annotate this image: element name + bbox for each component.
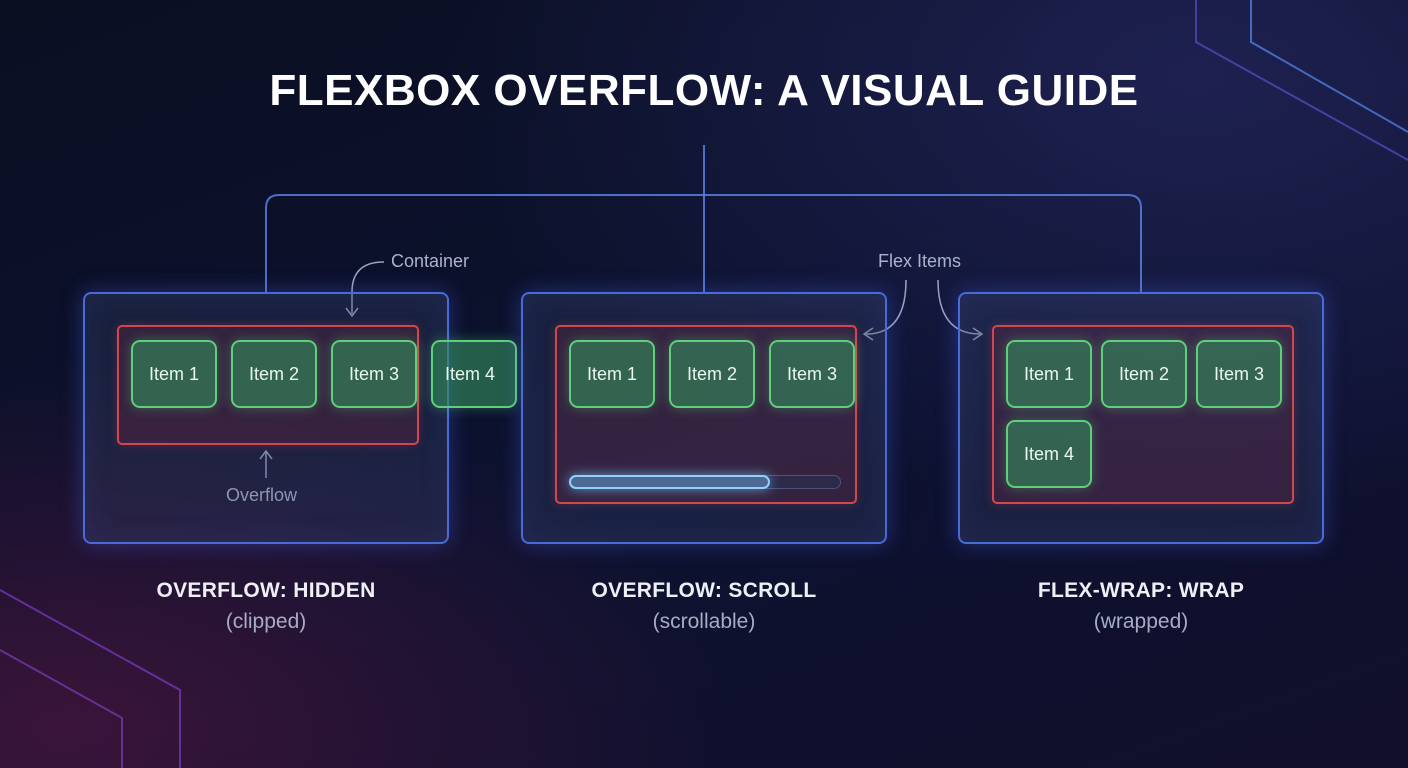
overflow-hidden-sublabel: (clipped) bbox=[225, 610, 307, 633]
clipped-flex-item: Item 4 bbox=[431, 340, 517, 408]
overflow-hidden-label: OVERFLOW: HIDDEN bbox=[156, 579, 376, 602]
flex-item: Item 3 bbox=[1196, 340, 1282, 408]
flex-wrap-container: Item 1 Item 2 Item 3 Item 4 bbox=[958, 292, 1324, 544]
overflow-hidden-container: Item 1 Item 2 Item 3 Item 4 bbox=[83, 292, 517, 544]
flex-wrap-label: FLEX-WRAP: WRAP bbox=[1037, 579, 1245, 602]
flex-item: Item 1 bbox=[569, 340, 655, 408]
overflow-scroll-label: OVERFLOW: SCROLL bbox=[591, 579, 817, 602]
flex-item: Item 2 bbox=[231, 340, 317, 408]
overflow-scroll-container: Item 1 Item 2 Item 3 bbox=[521, 292, 887, 544]
page-title: FLEXBOX OVERFLOW: A VISUAL GUIDE bbox=[269, 66, 1139, 115]
overflow-annotation: Overflow bbox=[226, 485, 298, 505]
flex-items-annotation: Flex Items bbox=[878, 251, 962, 271]
wrapped-flex-item: Item 4 bbox=[1006, 420, 1092, 488]
container-annotation: Container bbox=[391, 251, 470, 271]
flex-item: Item 3 bbox=[769, 340, 855, 408]
flex-item: Item 3 bbox=[331, 340, 417, 408]
flex-wrap-sublabel: (wrapped) bbox=[1093, 610, 1189, 633]
flex-item: Item 1 bbox=[1006, 340, 1092, 408]
scrollbar-thumb[interactable] bbox=[569, 475, 770, 489]
flex-item: Item 2 bbox=[1101, 340, 1187, 408]
overflow-scroll-sublabel: (scrollable) bbox=[652, 610, 756, 633]
flex-item: Item 1 bbox=[131, 340, 217, 408]
flex-item: Item 2 bbox=[669, 340, 755, 408]
